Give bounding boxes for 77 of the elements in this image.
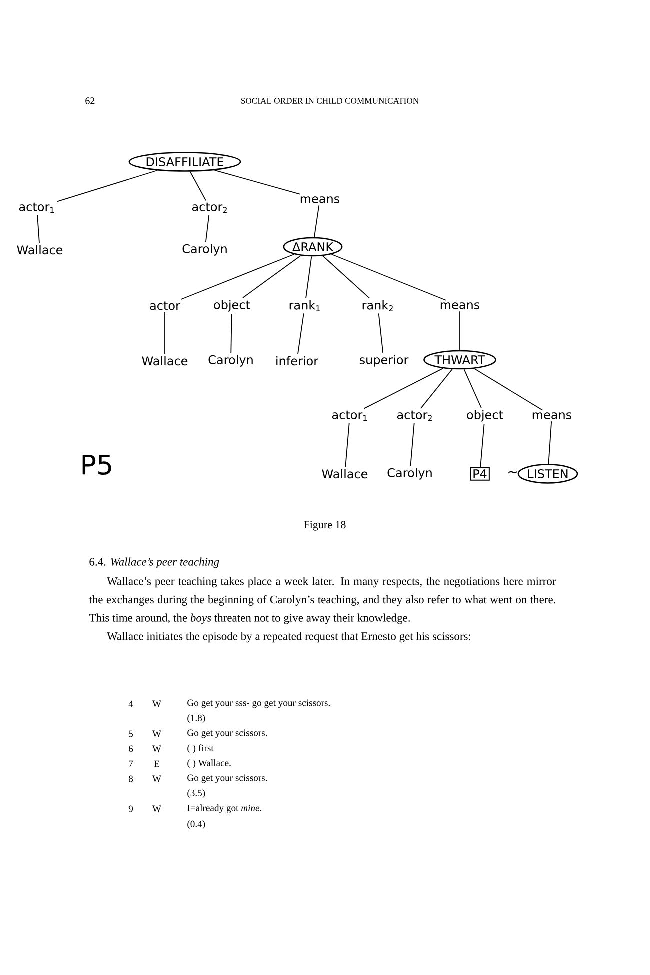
speaker-code: W [152, 776, 162, 782]
tree-branch [37, 214, 40, 244]
tilde-sign: ~ [508, 471, 518, 474]
tree-branch [214, 170, 300, 195]
line-number: 4 [128, 700, 134, 708]
pause-timing: (3.5) [188, 790, 206, 798]
tree-label: Carolyn [208, 355, 253, 367]
tree-branch [548, 421, 552, 465]
transcript-line: Go get your scissors. [188, 730, 268, 738]
speaker-code: W [152, 746, 162, 752]
tree-branch [474, 368, 544, 411]
tree-branch [242, 255, 302, 298]
line-number: 7 [129, 760, 134, 768]
tree-branch [480, 424, 485, 468]
tree-label: rank$_{2}$ [362, 300, 393, 312]
running-header: SOCIAL ORDER IN CHILD COMMUNICATION [241, 98, 419, 104]
pause-timing: (0.4) [188, 820, 206, 830]
figure-caption: Figure 18 [304, 521, 346, 531]
tree-label: Wallace [142, 356, 188, 366]
tree-branch [298, 313, 304, 355]
ellipse-node: THWART [424, 350, 496, 370]
tree-branch [364, 368, 444, 410]
speaker-code: W [152, 730, 162, 738]
line-number: 6 [129, 746, 134, 752]
ellipse-node: ΔRANK [283, 237, 343, 257]
tree-branch [57, 170, 158, 202]
tree-branch [464, 369, 482, 408]
transcript-line: Go get your scissors. [188, 774, 268, 784]
tree-branch [331, 254, 446, 301]
tree-label: object [467, 410, 504, 422]
tree-branch [314, 205, 320, 238]
tree-branch [190, 171, 206, 202]
tree-branch [345, 422, 350, 468]
tree-label: actor$_{2}$ [192, 202, 227, 214]
tree-label: means [532, 412, 572, 420]
tree-label: actor$_{2}$ [397, 410, 432, 422]
tree-label: Wallace [17, 245, 63, 255]
tree-label: Carolyn [388, 468, 432, 480]
tree-branch [420, 369, 453, 410]
speaker-code: W [152, 700, 162, 708]
line-number: 8 [128, 776, 134, 782]
boxed-node: P4 [470, 467, 490, 481]
tree-label: actor [150, 302, 180, 310]
ellipse-node: LISTEN [518, 464, 578, 484]
tree-label: means [440, 302, 480, 310]
paragraph: Wallace initiates the episode by a repeated request that Ernesto get his scissors: [107, 632, 471, 643]
tree-label: inferior [276, 356, 319, 366]
line-number: 5 [129, 730, 134, 738]
tree-branch [180, 254, 295, 300]
transcript-line: ( ) Wallace. [188, 760, 231, 768]
paragraph: Wallace’s peer teaching takes place a week later. In many respects, the negotiations here mirror the exchanges during the beginning of Carolyn’s teaching, and they also refer to what went on there. This time around, the boys threaten not to give away their knowledge. [89, 577, 556, 624]
panel-label: P5 [82, 454, 112, 476]
tree-label: actor$_{1}$ [332, 410, 367, 422]
section-heading: 6.4. Wallace’s peer teaching [90, 558, 220, 568]
tree-branch [322, 256, 370, 299]
tree-label: means [300, 196, 340, 204]
tree-branch [164, 312, 166, 355]
tree-branch [410, 422, 415, 466]
pause-timing: (1.8) [188, 714, 206, 724]
line-number: 9 [128, 806, 133, 812]
page-number: 62 [86, 98, 95, 104]
tree-label: rank$_{1}$ [290, 300, 320, 312]
tree-branch [206, 214, 210, 242]
speaker-code: E [154, 760, 160, 768]
transcript-line: I=already got mine. [188, 804, 262, 814]
tree-branch [306, 256, 312, 299]
speaker-code: W [152, 806, 162, 812]
tree-label: Carolyn [182, 244, 227, 256]
ellipse-node: DISAFFILIATE [128, 152, 242, 172]
transcript-line: Go get your sss- go get your scissors. [188, 700, 330, 708]
tree-label: superior [360, 355, 409, 367]
tree-label: actor$_{1}$ [19, 202, 54, 214]
tree-branch [230, 314, 232, 354]
tree-branch [378, 313, 384, 354]
tree-label: Wallace [322, 469, 368, 479]
tree-label: object [214, 300, 250, 312]
transcript-line: ( ) first [188, 744, 214, 754]
